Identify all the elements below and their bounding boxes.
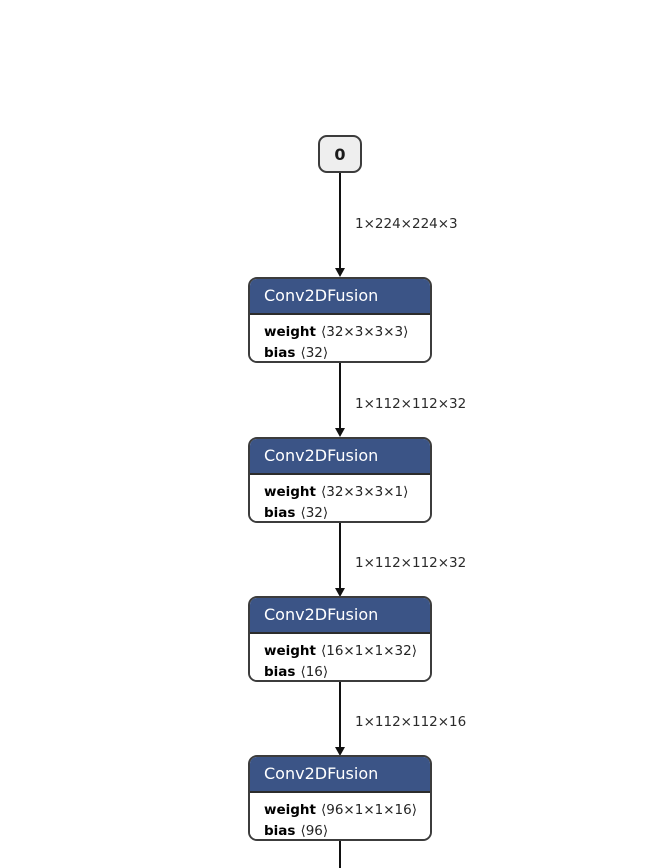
graph-node-conv-1[interactable]: Conv2DFusion weight⟨32×3×3×3⟩ bias⟨32⟩ [248,277,432,363]
graph-edge-arrow-2 [334,588,345,597]
graph-edge-label-1: 1×112×112×32 [355,396,467,412]
attr-value: ⟨32×3×3×1⟩ [320,484,409,500]
attr-key: bias [264,664,296,680]
graph-edge-line-3 [339,682,341,748]
graph-edge-label-0: 1×224×224×3 [355,216,458,232]
graph-node-conv-4[interactable]: Conv2DFusion weight⟨96×1×1×16⟩ bias⟨96⟩ [248,755,432,841]
graph-edge-line-4-clipped [339,841,341,868]
attr-key: bias [264,823,296,839]
attr-value: ⟨16⟩ [300,664,329,680]
attr-key: weight [264,643,316,659]
graph-node-input-0[interactable]: 0 [318,135,362,173]
node-attr-row: weight⟨16×1×1×32⟩ [264,641,430,662]
graph-edge-arrow-0 [334,268,345,277]
graph-edge-line-1 [339,363,341,429]
attr-key: weight [264,484,316,500]
attr-key: bias [264,505,296,521]
node-body-conv-2: weight⟨32×3×3×1⟩ bias⟨32⟩ [250,475,430,521]
attr-key: bias [264,345,296,361]
graph-node-conv-3[interactable]: Conv2DFusion weight⟨16×1×1×32⟩ bias⟨16⟩ [248,596,432,682]
attr-value: ⟨16×1×1×32⟩ [320,643,417,659]
graph-edge-arrow-3 [334,747,345,756]
node-header-conv-1: Conv2DFusion [250,279,430,315]
attr-key: weight [264,802,316,818]
graph-edge-line-2 [339,523,341,589]
attr-value: ⟨32⟩ [300,505,329,521]
node-body-conv-3: weight⟨16×1×1×32⟩ bias⟨16⟩ [250,634,430,680]
attr-value: ⟨32×3×3×3⟩ [320,324,409,340]
node-body-conv-4: weight⟨96×1×1×16⟩ bias⟨96⟩ [250,793,430,839]
graph-edge-label-3: 1×112×112×16 [355,714,467,730]
node-header-conv-2: Conv2DFusion [250,439,430,475]
input-node-label: 0 [334,144,346,164]
attr-value: ⟨96×1×1×16⟩ [320,802,417,818]
graph-edge-line-0 [339,173,341,269]
graph-edge-arrow-1 [334,428,345,437]
attr-value: ⟨96⟩ [300,823,329,839]
node-attr-row: bias⟨16⟩ [264,662,430,680]
attr-key: weight [264,324,316,340]
node-attr-row: weight⟨32×3×3×1⟩ [264,482,430,503]
node-attr-row: bias⟨96⟩ [264,821,430,839]
graph-node-conv-2[interactable]: Conv2DFusion weight⟨32×3×3×1⟩ bias⟨32⟩ [248,437,432,523]
node-header-conv-4: Conv2DFusion [250,757,430,793]
node-attr-row: bias⟨32⟩ [264,503,430,521]
graph-edge-label-2: 1×112×112×32 [355,555,467,571]
node-attr-row: bias⟨32⟩ [264,343,430,361]
node-header-conv-3: Conv2DFusion [250,598,430,634]
node-body-conv-1: weight⟨32×3×3×3⟩ bias⟨32⟩ [250,315,430,361]
attr-value: ⟨32⟩ [300,345,329,361]
node-attr-row: weight⟨32×3×3×3⟩ [264,322,430,343]
node-attr-row: weight⟨96×1×1×16⟩ [264,800,430,821]
